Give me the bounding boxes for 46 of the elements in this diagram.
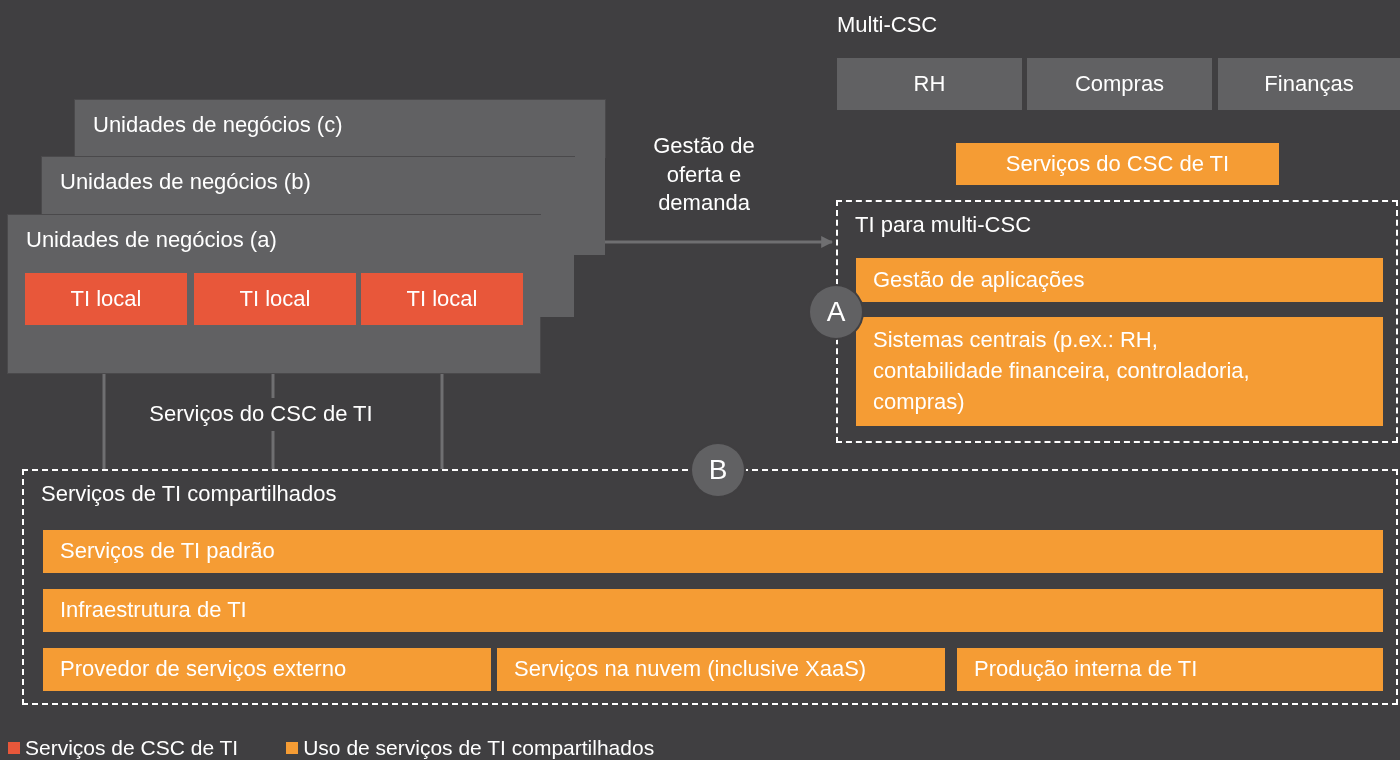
connector-line bbox=[440, 373, 444, 469]
service-bar bbox=[497, 648, 945, 691]
business-unit-card bbox=[75, 100, 605, 157]
node-text: Unidades de negócios (a) bbox=[26, 227, 277, 254]
business-unit-card bbox=[8, 215, 540, 373]
node-text: Provedor de serviços externo bbox=[60, 656, 347, 683]
node-text: Serviços do CSC de TI bbox=[1005, 150, 1230, 178]
connector-line bbox=[102, 373, 106, 469]
node-text: TI local bbox=[406, 285, 478, 313]
node-text: Finanças bbox=[1264, 70, 1354, 98]
service-bar bbox=[43, 589, 1383, 632]
service-box bbox=[956, 143, 1279, 185]
node-text: Unidades de negócios (c) bbox=[93, 112, 343, 139]
node-text: Infraestrutura de TI bbox=[60, 597, 247, 624]
service-bar bbox=[43, 530, 1383, 573]
node-text: Unidades de negócios (b) bbox=[60, 169, 311, 196]
service-bar bbox=[856, 317, 1383, 426]
local-it-box bbox=[194, 273, 356, 325]
letter-circle bbox=[810, 286, 862, 338]
node-text: Serviços de TI compartilhados bbox=[41, 481, 337, 508]
local-it-box bbox=[361, 273, 523, 325]
node-text: Serviços de TI padrão bbox=[60, 538, 275, 565]
node-text: Gestão de aplicações bbox=[873, 266, 1085, 294]
service-bar bbox=[957, 648, 1383, 691]
node-text: Sistemas centrais (p.ex.: RH, contabilidade financeira, controladoria, compras) bbox=[873, 326, 1251, 416]
legend-text: Uso de serviços de TI compartilhados bbox=[303, 736, 655, 760]
node-text: Compras bbox=[1074, 70, 1165, 98]
csc-tab bbox=[1027, 58, 1212, 110]
node-text: TI para multi-CSC bbox=[855, 212, 1032, 239]
arrow bbox=[605, 236, 834, 248]
service-bar bbox=[43, 648, 491, 691]
business-unit-card bbox=[42, 157, 574, 215]
csc-tab bbox=[1218, 58, 1400, 110]
group-heading: Multi-CSC bbox=[837, 12, 938, 38]
csc-tab bbox=[837, 58, 1022, 110]
node-text: A bbox=[826, 295, 846, 329]
node-text: TI local bbox=[70, 285, 142, 313]
local-it-box bbox=[25, 273, 187, 325]
legend-text: Serviços de CSC de TI bbox=[25, 736, 239, 760]
node-text: TI local bbox=[239, 285, 311, 313]
node-text: Produção interna de TI bbox=[974, 656, 1198, 683]
service-bar bbox=[856, 258, 1383, 302]
node-text: B bbox=[708, 453, 728, 487]
letter-circle bbox=[692, 444, 744, 496]
node-text: RH bbox=[913, 70, 946, 98]
node-text: Serviços na nuvem (inclusive XaaS) bbox=[514, 656, 867, 683]
